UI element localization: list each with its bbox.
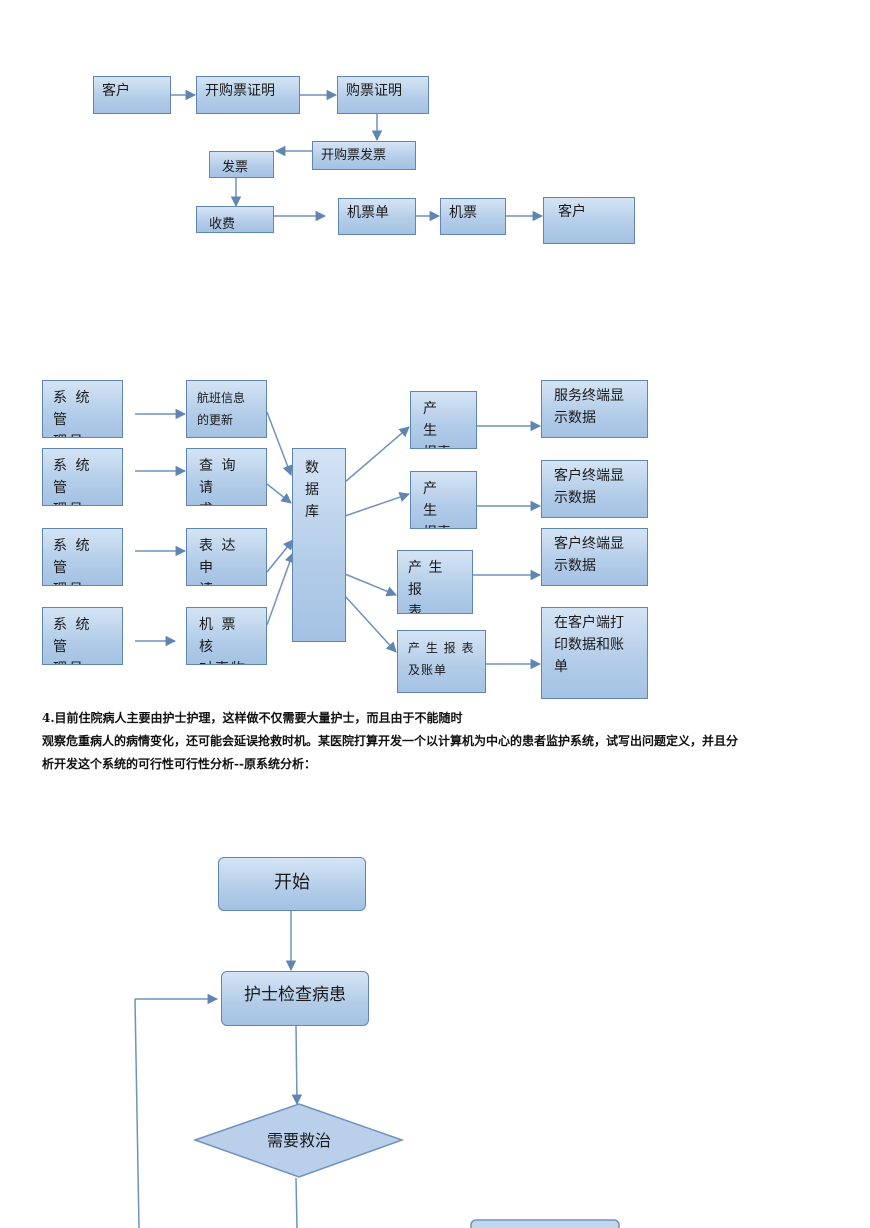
customer-box: 客户 bbox=[93, 76, 171, 114]
admin-box-2: 系 统 管 理员 bbox=[42, 448, 123, 506]
report-box-2: 产 生 报表 bbox=[410, 471, 477, 529]
output-box-1: 服务终端显 示数据 bbox=[541, 380, 648, 438]
op-flight-update-box: 航班信息 的更新 bbox=[186, 380, 267, 438]
report-box-3: 产 生 报 表 bbox=[397, 550, 473, 614]
arrow-db-report2 bbox=[344, 492, 410, 517]
question-line-2: 观察危重病人的病情变化，还可能会延误抢救时机。某医院打算开发一个以计算机为中心的… bbox=[42, 734, 739, 748]
admin-box-1: 系 统 管 理员 bbox=[42, 380, 123, 438]
purchase-certificate-box: 购票证明 bbox=[337, 76, 429, 114]
partial-flow-box bbox=[470, 1219, 620, 1228]
invoice-box: 发票 bbox=[209, 151, 274, 178]
op-query-box: 查 询 请 求 bbox=[186, 448, 267, 506]
need-treatment-label: 需要救治 bbox=[266, 1131, 331, 1150]
arrow-op1-db bbox=[266, 411, 293, 476]
customer-end-box: 客户 bbox=[543, 197, 635, 244]
output-box-3: 客户终端显 示数据 bbox=[541, 528, 648, 586]
op-ticket-check-box: 机 票 核 对事物 bbox=[186, 607, 267, 665]
output-box-2: 客户终端显 示数据 bbox=[541, 460, 648, 518]
arrow-check-to-decision bbox=[291, 1025, 303, 1106]
admin-box-4: 系 统 管 理员 bbox=[42, 607, 123, 665]
arrow-db-report4 bbox=[344, 595, 397, 653]
nurse-check-box: 护士检查病患 bbox=[221, 971, 369, 1026]
arrow-db-report1 bbox=[344, 426, 410, 483]
database-box: 数 据 库 bbox=[292, 448, 346, 642]
question-line-3: 析开发这个系统的可行性可行性分析--原系统分析： bbox=[42, 757, 316, 771]
question-line-1: 4.目前住院病人主要由护士护理，这样做不仅需要大量护士，而且由于不能随时 bbox=[42, 711, 463, 725]
start-box: 开始 bbox=[218, 857, 366, 911]
arrow-op4-db bbox=[266, 552, 295, 626]
arrow-op2-db bbox=[266, 483, 292, 504]
ticket-form-box: 机票单 bbox=[338, 198, 416, 235]
ticket-box: 机票 bbox=[440, 198, 506, 235]
decision-down-line bbox=[295, 1177, 298, 1228]
open-certificate-box: 开购票证明 bbox=[196, 76, 300, 114]
loop-back-line bbox=[134, 998, 140, 1228]
report-box-4: 产 生 报 表 及账单 bbox=[397, 630, 486, 693]
output-box-4: 在客户端打 印数据和账 单 bbox=[541, 607, 648, 699]
charge-box: 收费 bbox=[196, 206, 274, 233]
open-invoice-box: 开购票发票 bbox=[312, 141, 416, 170]
admin-box-3: 系 统 管 理员 bbox=[42, 528, 123, 586]
report-box-1: 产 生 报表 bbox=[410, 391, 477, 449]
need-treatment-diamond bbox=[192, 1103, 405, 1178]
arrow-db-report3 bbox=[344, 573, 397, 597]
arrow-op3-db bbox=[266, 539, 294, 573]
op-apply-box: 表 达 申 请 bbox=[186, 528, 267, 586]
